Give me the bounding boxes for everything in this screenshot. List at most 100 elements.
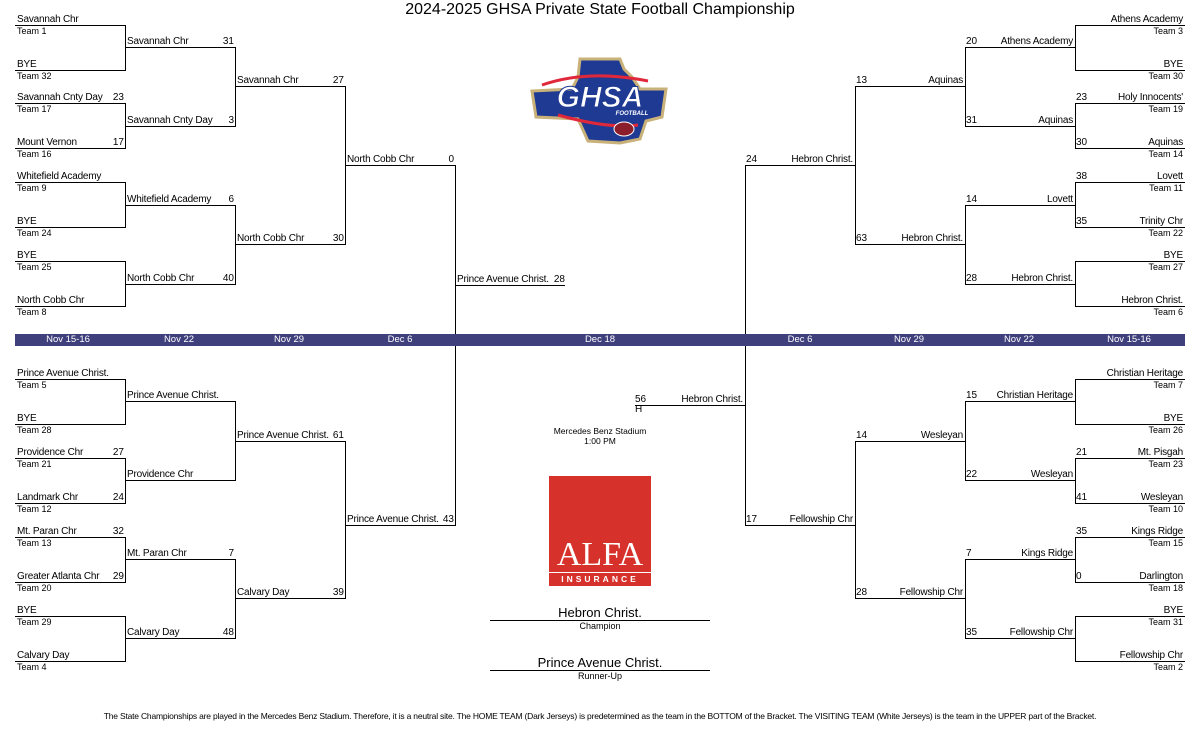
- team-score: 35: [1076, 216, 1088, 227]
- team-score: 32: [112, 526, 124, 537]
- team-name: Darlington: [1139, 571, 1183, 582]
- team-slot: Prince Avenue Christ.61: [237, 430, 344, 441]
- team-score: 15: [966, 390, 978, 401]
- svg-text:FOOTBALL: FOOTBALL: [616, 111, 649, 117]
- team-name: Prince Avenue Christ.: [17, 368, 109, 379]
- round-date: Dec 6: [787, 334, 813, 345]
- champion-team: Hebron Christ.: [490, 605, 710, 621]
- game-time: 1:00 PM: [584, 436, 616, 446]
- team-name: BYE: [17, 250, 37, 261]
- round-date: Nov 15-16: [1107, 334, 1151, 345]
- round-date: Nov 15-16: [46, 334, 90, 345]
- runner-up-team: Prince Avenue Christ.: [490, 655, 710, 671]
- team-name: Savannah Chr: [237, 75, 299, 86]
- team-score: 61: [332, 430, 344, 441]
- team-name: Savannah Cnty Day: [17, 92, 103, 103]
- team-slot: Savannah Cnty Day 23: [17, 92, 124, 103]
- team-seed: Team 21: [17, 459, 52, 469]
- team-slot: Athens Academy: [1076, 14, 1183, 25]
- team-name: Whitefield Academy: [17, 171, 102, 182]
- team-name: BYE: [1163, 59, 1184, 70]
- team-score: 7: [228, 548, 234, 559]
- home-team-marker: H: [635, 404, 643, 415]
- team-name: Mount Vernon: [17, 137, 77, 148]
- team-name: North Cobb Chr: [127, 273, 195, 284]
- team-score: 38: [1076, 171, 1088, 182]
- team-score: 35: [1076, 526, 1088, 537]
- team-slot: BYE: [1076, 605, 1184, 616]
- team-name: Athens Academy: [1110, 14, 1183, 25]
- team-score: 27: [112, 447, 124, 458]
- team-seed: Team 30: [1148, 71, 1183, 81]
- ghsa-logo: GHSA FOOTBALL: [530, 57, 668, 145]
- team-score: 6: [228, 194, 234, 205]
- team-name: Fellowship Chr: [789, 514, 854, 525]
- team-seed: Team 4: [17, 662, 47, 672]
- team-slot: 63 Hebron Christ.: [856, 233, 963, 244]
- round-date: Dec 6: [387, 334, 413, 345]
- page-title: 2024-2025 GHSA Private State Football Ch…: [405, 1, 795, 18]
- team-slot: BYE: [17, 413, 124, 424]
- team-seed: Team 2: [1153, 662, 1183, 672]
- team-score: 13: [856, 75, 868, 86]
- team-score: 23: [112, 92, 124, 103]
- svg-text:GHSA: GHSA: [557, 81, 644, 114]
- team-score: 20: [966, 36, 978, 47]
- team-score: 17: [746, 514, 758, 525]
- team-seed: Team 27: [1148, 262, 1183, 272]
- team-name: BYE: [1163, 413, 1184, 424]
- team-name: Greater Atlanta Chr: [17, 571, 100, 582]
- team-name: Holy Innocents': [1117, 92, 1183, 103]
- team-score: 63: [856, 233, 868, 244]
- team-slot: BYE: [1076, 250, 1184, 261]
- round-date: Dec 18: [584, 334, 616, 345]
- team-seed: Team 15: [1148, 538, 1183, 548]
- team-score: 30: [332, 233, 344, 244]
- team-name: North Cobb Chr: [17, 295, 85, 306]
- venue-name: Mercedes Benz Stadium: [553, 426, 647, 436]
- team-name: Hebron Christ.: [901, 233, 963, 244]
- team-slot: BYE: [17, 250, 124, 261]
- finalist-slot: Prince Avenue Christ.28: [457, 274, 565, 285]
- team-slot: Prince Avenue Christ.43: [347, 514, 454, 525]
- team-score: 23: [1076, 92, 1088, 103]
- team-score: 39: [332, 587, 344, 598]
- team-seed: Team 20: [17, 583, 52, 593]
- team-seed: Team 29: [17, 617, 52, 627]
- team-seed: Team 22: [1148, 228, 1183, 238]
- team-name: North Cobb Chr: [347, 154, 415, 165]
- team-slot: Calvary Day: [17, 650, 124, 661]
- team-slot: Fellowship Chr: [1076, 650, 1184, 661]
- team-name: Athens Academy: [1000, 36, 1073, 47]
- team-score: 3: [228, 115, 234, 126]
- team-name: Lovett: [1156, 171, 1183, 182]
- team-score: 29: [112, 571, 124, 582]
- team-name: Mt. Paran Chr: [17, 526, 77, 537]
- team-score: 30: [1076, 137, 1088, 148]
- team-slot: Prince Avenue Christ.: [127, 390, 234, 401]
- team-slot: Whitefield Academy: [17, 171, 124, 182]
- team-score: 40: [222, 273, 234, 284]
- team-name: BYE: [1163, 605, 1184, 616]
- team-slot: Greater Atlanta Chr 29: [17, 571, 124, 582]
- team-name: BYE: [17, 413, 37, 424]
- team-slot: North Cobb Chr: [17, 295, 124, 306]
- team-slot: BYE: [17, 59, 124, 70]
- team-score: 31: [222, 36, 234, 47]
- team-score: 0: [1076, 571, 1082, 582]
